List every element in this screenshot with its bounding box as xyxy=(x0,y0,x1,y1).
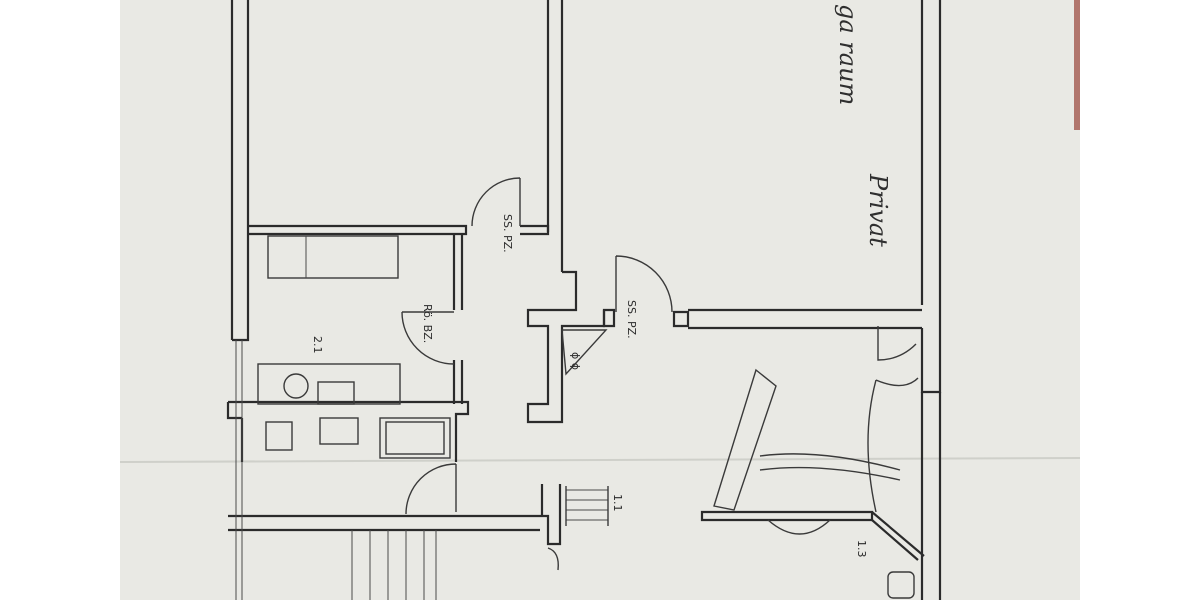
label-ss-pz-1: SS. PZ. xyxy=(501,214,514,253)
core-mark: ϕ ϕ xyxy=(569,352,582,370)
door-ss-pz-2 xyxy=(615,255,673,313)
door-ro-bz xyxy=(401,311,455,365)
stove xyxy=(265,421,293,451)
bathtub xyxy=(267,235,399,279)
central-core: ϕ ϕ xyxy=(526,270,616,424)
outer-walls xyxy=(230,0,942,394)
door-kitchen xyxy=(405,463,457,515)
handwritten-room-name: ga raum xyxy=(834,4,862,105)
room-number-2-1: 2.1 xyxy=(311,336,324,354)
paper-edge-accent xyxy=(1074,0,1080,130)
sink xyxy=(283,373,309,399)
doors xyxy=(401,177,673,571)
kitchen-block xyxy=(226,235,470,462)
corner-room xyxy=(700,326,942,600)
fridge xyxy=(379,417,451,459)
room-number-1-3: 1.3 xyxy=(855,540,868,558)
door-ss-pz-1 xyxy=(471,177,521,227)
private-room-walls xyxy=(672,308,922,330)
bathroom-walls xyxy=(248,224,550,310)
paper-fold xyxy=(119,457,1081,463)
room-number-1-1: 1.1 xyxy=(611,494,624,512)
label-ro-bz: Rö. BZ. xyxy=(421,304,434,343)
door-hall xyxy=(547,547,559,571)
label-ss-pz-2: SS. PZ. xyxy=(625,300,638,339)
toilet xyxy=(887,571,915,599)
labels: SS. PZ. SS. PZ. Rö. BZ. 2.1 1.1 1.3 ga r… xyxy=(311,4,892,558)
curved-element xyxy=(713,368,777,511)
handwritten-privat: Privat xyxy=(864,173,892,247)
lower-corridor xyxy=(228,340,609,600)
